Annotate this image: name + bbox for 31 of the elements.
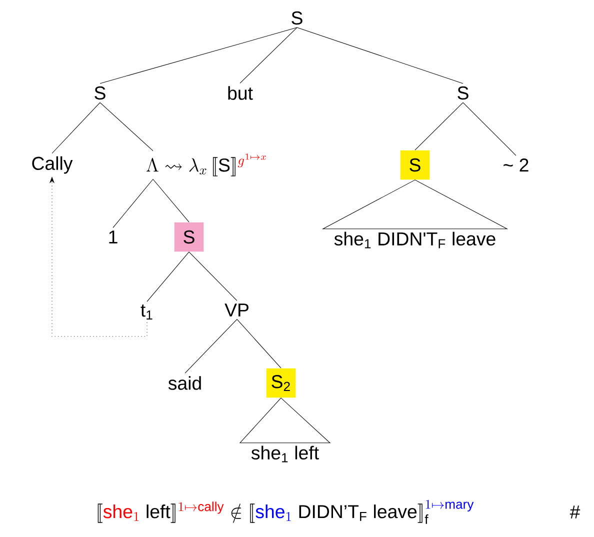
formula-label: $[\![\textcolor{red}{\text{she}_1}\ \text{left}]\!]^{\textcolor{red}{1\mapsto\text{cally}}} \notin [\![\textcolor{blue}{\text{she}_1}\ \text{DIDN'T}_\text{F}\ \text{leave}]\!]_{\text{f}}^{\textcolor{blue}{1\mapsto\text{mary}}}$ (98, 500, 474, 524)
word-label: but (228, 86, 253, 100)
word-label: ~ 2 (504, 158, 528, 172)
branch-line (462, 102, 516, 156)
branch-line (184, 319, 238, 374)
category-label: S (94, 86, 106, 100)
branch-line (240, 27, 298, 84)
highlighted-label: S$_{2}$ (266, 368, 296, 398)
word-label: 1 (109, 230, 118, 244)
branch-line (152, 178, 190, 222)
branch-line (100, 102, 154, 152)
category-label: VP (224, 304, 248, 316)
branch-line (188, 252, 238, 301)
word-label: she$_{1}$ left (251, 446, 319, 462)
branch-line (146, 252, 190, 302)
branch-line (296, 27, 464, 84)
highlighted-label: S (174, 222, 204, 252)
branch-line (52, 102, 100, 154)
formula-label: $\Lambda \rightsquigarrow \lambda_x\,[\![\text{S}]\!]^{\textcolor{red}{g^{1\mapsto x}}}$ (146, 154, 266, 176)
branch-line (100, 27, 298, 84)
word-label: she$_{1}$ DIDN'T$_{F}$ leave (334, 232, 496, 248)
branch-line (414, 102, 464, 150)
note-label: # (570, 506, 580, 518)
category-label: S (292, 11, 302, 25)
word-label: t$_{1}$ (140, 304, 152, 320)
word-label: Cally (32, 156, 73, 174)
branch-line (112, 178, 154, 228)
branch-line (236, 319, 282, 368)
category-label: S (458, 86, 468, 100)
highlighted-label: S (400, 150, 430, 180)
word-label: said (168, 376, 201, 390)
